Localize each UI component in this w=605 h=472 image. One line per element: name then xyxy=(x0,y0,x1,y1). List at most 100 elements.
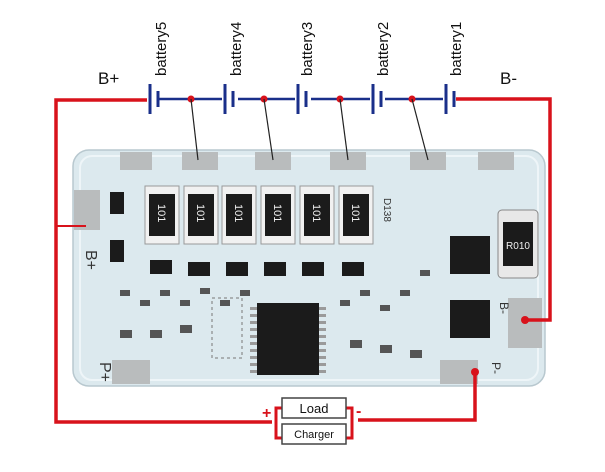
smd-18 xyxy=(410,350,422,358)
resistor-4: 101 xyxy=(260,185,296,245)
battery-cell-4 xyxy=(223,84,235,114)
resistor-2-code: 101 xyxy=(194,204,206,222)
smd-7 xyxy=(240,290,250,296)
pad-top-2 xyxy=(182,152,218,170)
smd-17 xyxy=(380,345,392,353)
transistor-1 xyxy=(150,260,172,274)
shunt-resistor-body xyxy=(503,222,533,266)
resistor-6-body xyxy=(343,194,369,236)
transistor-2 xyxy=(188,262,210,276)
pad-top-6 xyxy=(478,152,514,170)
ic-pin-left xyxy=(250,321,257,324)
silk-p-minus: P- xyxy=(489,362,503,374)
resistor-3-code: 101 xyxy=(232,204,244,222)
shunt-resistor-code: R010 xyxy=(506,241,530,252)
ic-pin-right xyxy=(319,356,326,359)
ic-pin-right xyxy=(319,328,326,331)
transistor-row xyxy=(110,192,364,276)
resistor-1: 101 xyxy=(144,185,180,245)
battery-label-4: battery4 xyxy=(228,22,245,76)
ic-pin-left xyxy=(250,370,257,373)
resistor-2-body xyxy=(188,194,214,236)
smd-1 xyxy=(120,290,130,296)
resistor-6: 101 xyxy=(338,185,374,245)
resistor-5-body xyxy=(304,194,330,236)
battery-cells xyxy=(148,84,456,114)
silk-p-plus: P+ xyxy=(96,362,113,382)
smd-6 xyxy=(220,300,230,306)
main-ic-pins-left xyxy=(250,307,257,373)
resistor-5: 101 xyxy=(299,185,335,245)
pad-top-3 xyxy=(255,152,291,170)
transistor-5 xyxy=(302,262,324,276)
pad-top-5 xyxy=(410,152,446,170)
charger-box xyxy=(281,423,347,445)
lead-1 xyxy=(190,98,199,161)
smd-16 xyxy=(350,340,362,348)
load-minus-sign: - xyxy=(356,403,361,420)
wire-p-minus-to-load xyxy=(358,372,477,422)
transistor-left-1 xyxy=(110,192,124,214)
terminal-label-b-plus: B+ xyxy=(98,69,119,88)
smd-10 xyxy=(380,305,390,311)
balance-resistors: 101 101 101 101 101 xyxy=(144,185,374,245)
shunt-resistor: R010 xyxy=(497,209,539,279)
battery-label-5: battery5 xyxy=(153,22,170,76)
ic-pin-left xyxy=(250,342,257,345)
smd-5 xyxy=(200,288,210,294)
lead-4 xyxy=(411,98,429,161)
charger-label: Charger xyxy=(294,429,334,441)
balance-leads xyxy=(190,98,429,161)
battery-cell-1 xyxy=(444,84,456,114)
resistor-array xyxy=(211,297,243,359)
pad-p-plus xyxy=(112,360,150,384)
load-plus-sign: + xyxy=(262,405,271,422)
resistor-1-body xyxy=(149,194,175,236)
ic-pin-right xyxy=(319,307,326,310)
transistor-4 xyxy=(264,262,286,276)
transistor-6 xyxy=(342,262,364,276)
red-wiring xyxy=(54,97,552,424)
ic-pin-left xyxy=(250,335,257,338)
silk-board-mark: D138 xyxy=(381,198,392,222)
mosfet-top xyxy=(450,236,490,274)
load-bracket-right xyxy=(345,406,354,440)
load-box xyxy=(281,397,347,419)
resistor-6-code: 101 xyxy=(349,204,361,222)
ic-pin-left xyxy=(250,349,257,352)
silk-b-plus: B+ xyxy=(82,250,99,270)
smd-15 xyxy=(180,325,192,333)
main-ic-pins-right xyxy=(319,307,326,373)
smd-13 xyxy=(120,330,132,338)
pcb-board: B+ P+ P- B- D138 101 101 101 xyxy=(72,149,546,387)
resistor-3: 101 xyxy=(221,185,257,245)
smd-12 xyxy=(420,270,430,276)
ic-pin-right xyxy=(319,370,326,373)
ic-pin-left xyxy=(250,356,257,359)
smd-components xyxy=(120,270,430,359)
main-ic-body xyxy=(257,303,319,375)
lead-2 xyxy=(263,98,274,161)
resistor-3-body xyxy=(226,194,252,236)
lead-3 xyxy=(339,98,349,161)
wire-p-minus-node xyxy=(471,368,479,376)
load-label: Load xyxy=(300,401,329,416)
ic-pin-left xyxy=(250,307,257,310)
ic-pin-right xyxy=(319,349,326,352)
pad-b-plus xyxy=(74,190,100,230)
battery-label-3: battery3 xyxy=(299,22,316,76)
load-bracket-left xyxy=(274,406,283,440)
battery-cell-3 xyxy=(296,84,308,114)
smd-2 xyxy=(140,300,150,306)
smd-9 xyxy=(360,290,370,296)
resistor-4-body xyxy=(265,194,291,236)
resistor-5-code: 101 xyxy=(310,204,322,222)
ic-pin-right xyxy=(319,363,326,366)
battery-label-1: battery1 xyxy=(448,22,465,76)
smd-14 xyxy=(150,330,162,338)
ic-pin-left xyxy=(250,328,257,331)
ic-pin-left xyxy=(250,314,257,317)
silk-b-minus: B- xyxy=(497,302,511,314)
